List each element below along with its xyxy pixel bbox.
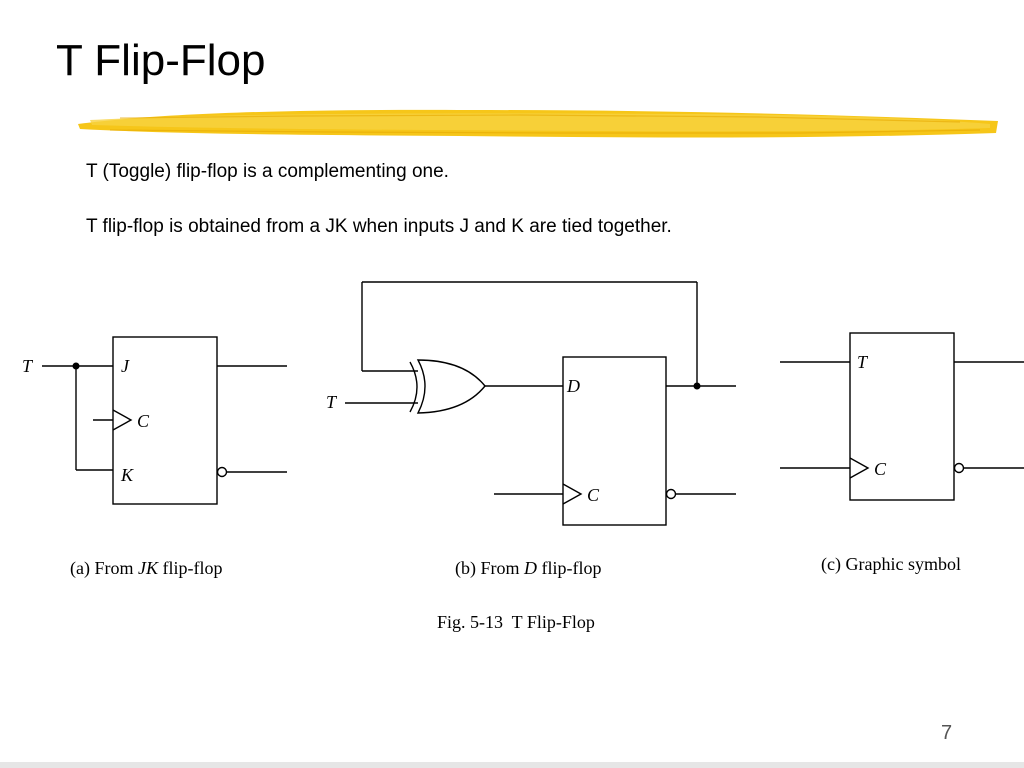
- caption-b: (b) From D flip-flop: [455, 558, 602, 579]
- slide-title: T Flip-Flop: [56, 36, 266, 85]
- t-flip-flop-symbol-box: [849, 332, 955, 501]
- pin-label-c: C: [137, 411, 150, 431]
- bullet-jk-tied: T flip-flop is obtained from a JK when i…: [86, 216, 672, 237]
- input-label-t: T: [22, 356, 34, 376]
- junction-dot: [72, 362, 80, 370]
- pin-label-j: J: [121, 356, 130, 376]
- inverted-output-bubble-icon: [953, 462, 965, 474]
- pin-label-c: C: [874, 459, 887, 479]
- page-number: 7: [941, 722, 953, 744]
- pin-label-c: C: [587, 485, 600, 505]
- pin-label-t: T: [857, 352, 869, 372]
- inverted-output-bubble-icon: [665, 488, 677, 500]
- d-flip-flop-box: [562, 356, 667, 526]
- input-label-t: T: [326, 392, 338, 412]
- title-underline-brush: [78, 109, 998, 138]
- footer-bar: [0, 762, 1024, 768]
- bullet-toggle-definition: T (Toggle) flip-flop is a complementing …: [86, 161, 449, 182]
- inverted-output-bubble-icon: [216, 466, 228, 478]
- pin-label-d: D: [566, 376, 580, 396]
- junction-dot: [693, 382, 701, 390]
- xor-gate-icon: [416, 359, 486, 414]
- clock-triangle-icon: [112, 409, 133, 431]
- pin-label-k: K: [120, 465, 134, 485]
- caption-c: (c) Graphic symbol: [821, 554, 961, 575]
- clock-triangle-icon: [562, 483, 583, 505]
- clock-triangle-icon: [849, 457, 870, 479]
- caption-a: (a) From JK flip-flop: [70, 558, 222, 579]
- figure-caption: Fig. 5-13 T Flip-Flop: [437, 612, 595, 632]
